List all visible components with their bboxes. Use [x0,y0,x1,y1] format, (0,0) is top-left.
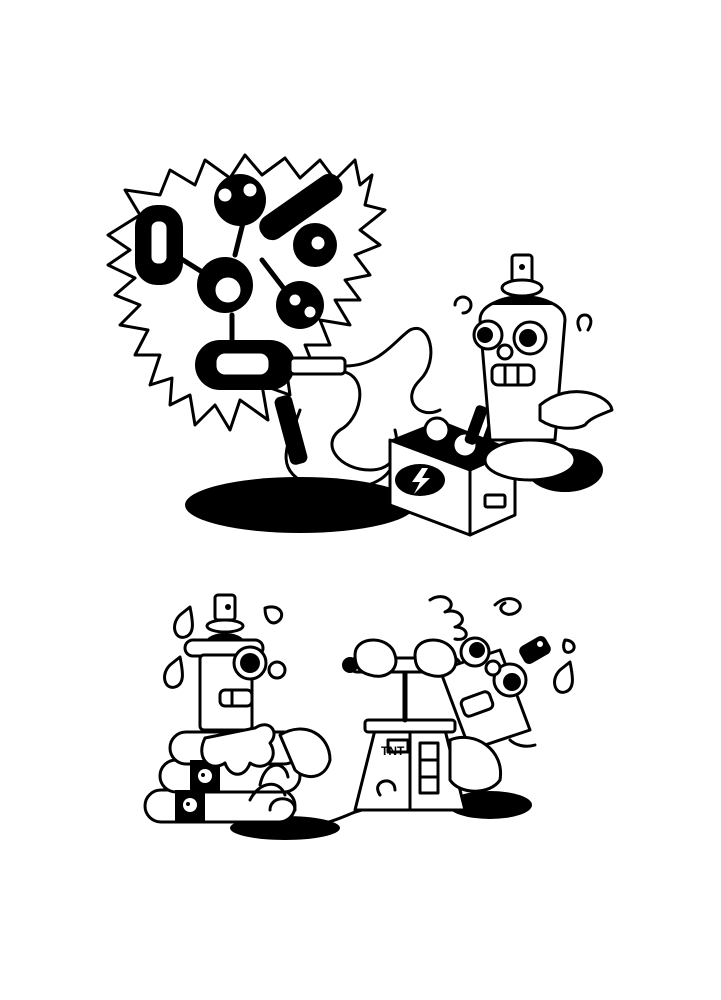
plug [274,395,308,465]
spray-can-character [183,593,332,779]
shadow [185,477,415,533]
tnt-label: TNT [381,744,405,758]
tnt-detonator: TNT [342,656,467,812]
sweat-drop-icon [173,605,194,639]
bone-creature [135,173,347,390]
skull-icon [183,798,197,812]
shadow [448,791,532,819]
dizzy-swirl-icon [493,597,522,616]
scene-bottom: TNT [0,560,721,1000]
spray-can-character [353,595,576,793]
scene-top [106,153,614,537]
sweat-drop-icon [562,638,576,654]
lightning-bolt-icon [412,468,430,494]
skull-icon [198,769,212,783]
sweat-drop-icon [163,655,184,689]
sweat-drop-icon [263,605,284,625]
cable [330,370,399,472]
cable [343,326,442,415]
dizzy-swirl-icon [428,595,468,641]
sweat-drop-icon [553,660,574,694]
spray-can-character [453,253,614,482]
battery-box [388,405,517,537]
